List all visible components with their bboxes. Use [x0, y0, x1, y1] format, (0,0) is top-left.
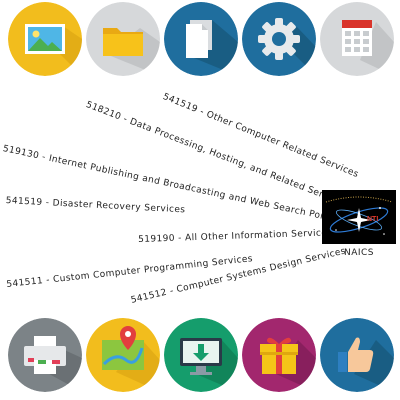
thumbs-up-icon[interactable] — [320, 318, 394, 392]
top-icon-row — [0, 2, 400, 82]
map-pin-icon-svg — [86, 318, 160, 392]
naics-code-line-4: 541519 - Disaster Recovery Services — [5, 196, 186, 216]
nti-logo: NTI — [322, 190, 396, 244]
printer-icon-svg — [8, 318, 82, 392]
image-icon-svg — [8, 2, 82, 76]
gear-icon[interactable] — [242, 2, 316, 76]
bottom-icon-row — [0, 318, 400, 398]
naics-code-line-5: 519190 - All Other Information Services — [138, 228, 333, 245]
document-icon-svg — [164, 2, 238, 76]
map-pin-icon[interactable] — [86, 318, 160, 392]
image-icon[interactable] — [8, 2, 82, 76]
nti-logo-graphic — [322, 190, 396, 244]
gift-icon-svg — [242, 318, 316, 392]
gift-icon[interactable] — [242, 318, 316, 392]
thumbs-up-icon-svg — [320, 318, 394, 392]
calendar-icon-svg — [320, 2, 394, 76]
gear-icon-svg — [242, 2, 316, 76]
naics-caption: NAICS — [343, 248, 375, 258]
document-icon[interactable] — [164, 2, 238, 76]
folder-icon[interactable] — [86, 2, 160, 76]
download-monitor-icon-svg — [164, 318, 238, 392]
calendar-icon[interactable] — [320, 2, 394, 76]
download-monitor-icon[interactable] — [164, 318, 238, 392]
printer-icon[interactable] — [8, 318, 82, 392]
folder-icon-svg — [86, 2, 160, 76]
logo-lettering: NTI — [367, 216, 379, 223]
